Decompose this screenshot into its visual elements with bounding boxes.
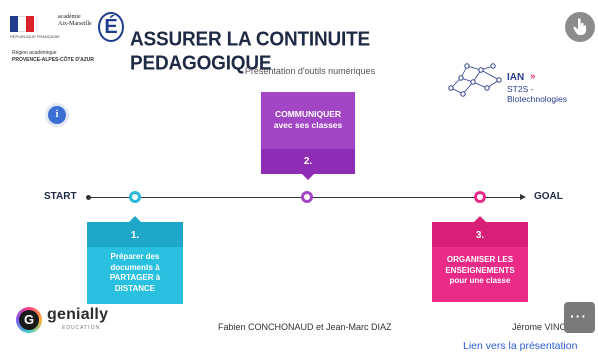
network-graph-icon [448,63,502,97]
ian-subtitle: ST2S - Biotechnologies [507,84,568,104]
genially-education-label: EDUCATION [62,325,101,331]
more-dots-icon: ··· [570,308,587,324]
step-3-pointer [474,216,486,222]
step-1-text: Préparer des documents à PARTAGER à DIST… [87,247,183,304]
step-2-text: COMMUNIQUER avec ses classes [261,92,355,149]
french-flag-icon [10,16,34,32]
step-3-text: ORGANISER LES ENSEIGNEMENTS pour une cla… [432,247,528,302]
step-2-card[interactable]: COMMUNIQUER avec ses classes 2. [261,92,355,180]
step-1-pointer [129,216,141,222]
info-button[interactable]: i [48,106,66,124]
step-2-pointer [302,174,314,180]
republique-text: RÉPUBLIQUE FRANÇAISE [10,34,60,39]
ian-st2s-logo: IAN » ST2S - Biotechnologies [445,58,595,104]
third-author-text: Jérome VINCENT [512,322,585,332]
timeline-node-1[interactable] [129,191,141,203]
timeline-goal-label: GOAL [534,191,563,202]
genially-logo[interactable]: G genially EDUCATION [16,303,126,337]
ian-arrows-icon: » [530,71,536,82]
genially-wordmark: genially [47,306,109,323]
step-3-number: 3. [432,222,528,247]
ian-label: IAN [507,72,525,83]
authors-text: Fabien CONCHONAUD et Jean-Marc DIAZ [218,322,392,332]
presentation-link[interactable]: Lien vers la présentation [463,340,578,352]
hand-pointer-icon [573,18,587,35]
region-academique-text: Région académique PROVENCE-ALPES-CÔTE D'… [12,50,95,63]
step-1-card[interactable]: 1. Préparer des documents à PARTAGER à D… [87,216,183,304]
interactive-hand-button[interactable] [565,12,595,42]
academie-name: académie Aix-Marseille [58,14,92,27]
step-2-number: 2. [261,149,355,174]
step-3-card[interactable]: 3. ORGANISER LES ENSEIGNEMENTS pour une … [432,216,528,302]
more-options-button[interactable]: ··· [564,302,595,333]
timeline-arrow-icon [520,194,526,200]
timeline-start-label: START [44,191,77,202]
step-1-number: 1. [87,222,183,247]
academie-e-logo: É [98,12,124,42]
academie-logo: RÉPUBLIQUE FRANÇAISE académie Aix-Marsei… [10,12,125,70]
timeline-node-2[interactable] [301,191,313,203]
timeline-node-3[interactable] [474,191,486,203]
genially-icon: G [16,307,42,333]
page-title: ASSURER LA CONTINUITE PEDAGOGIQUE [130,28,370,75]
page-subtitle: Présentation d'outils numériques [244,66,376,76]
